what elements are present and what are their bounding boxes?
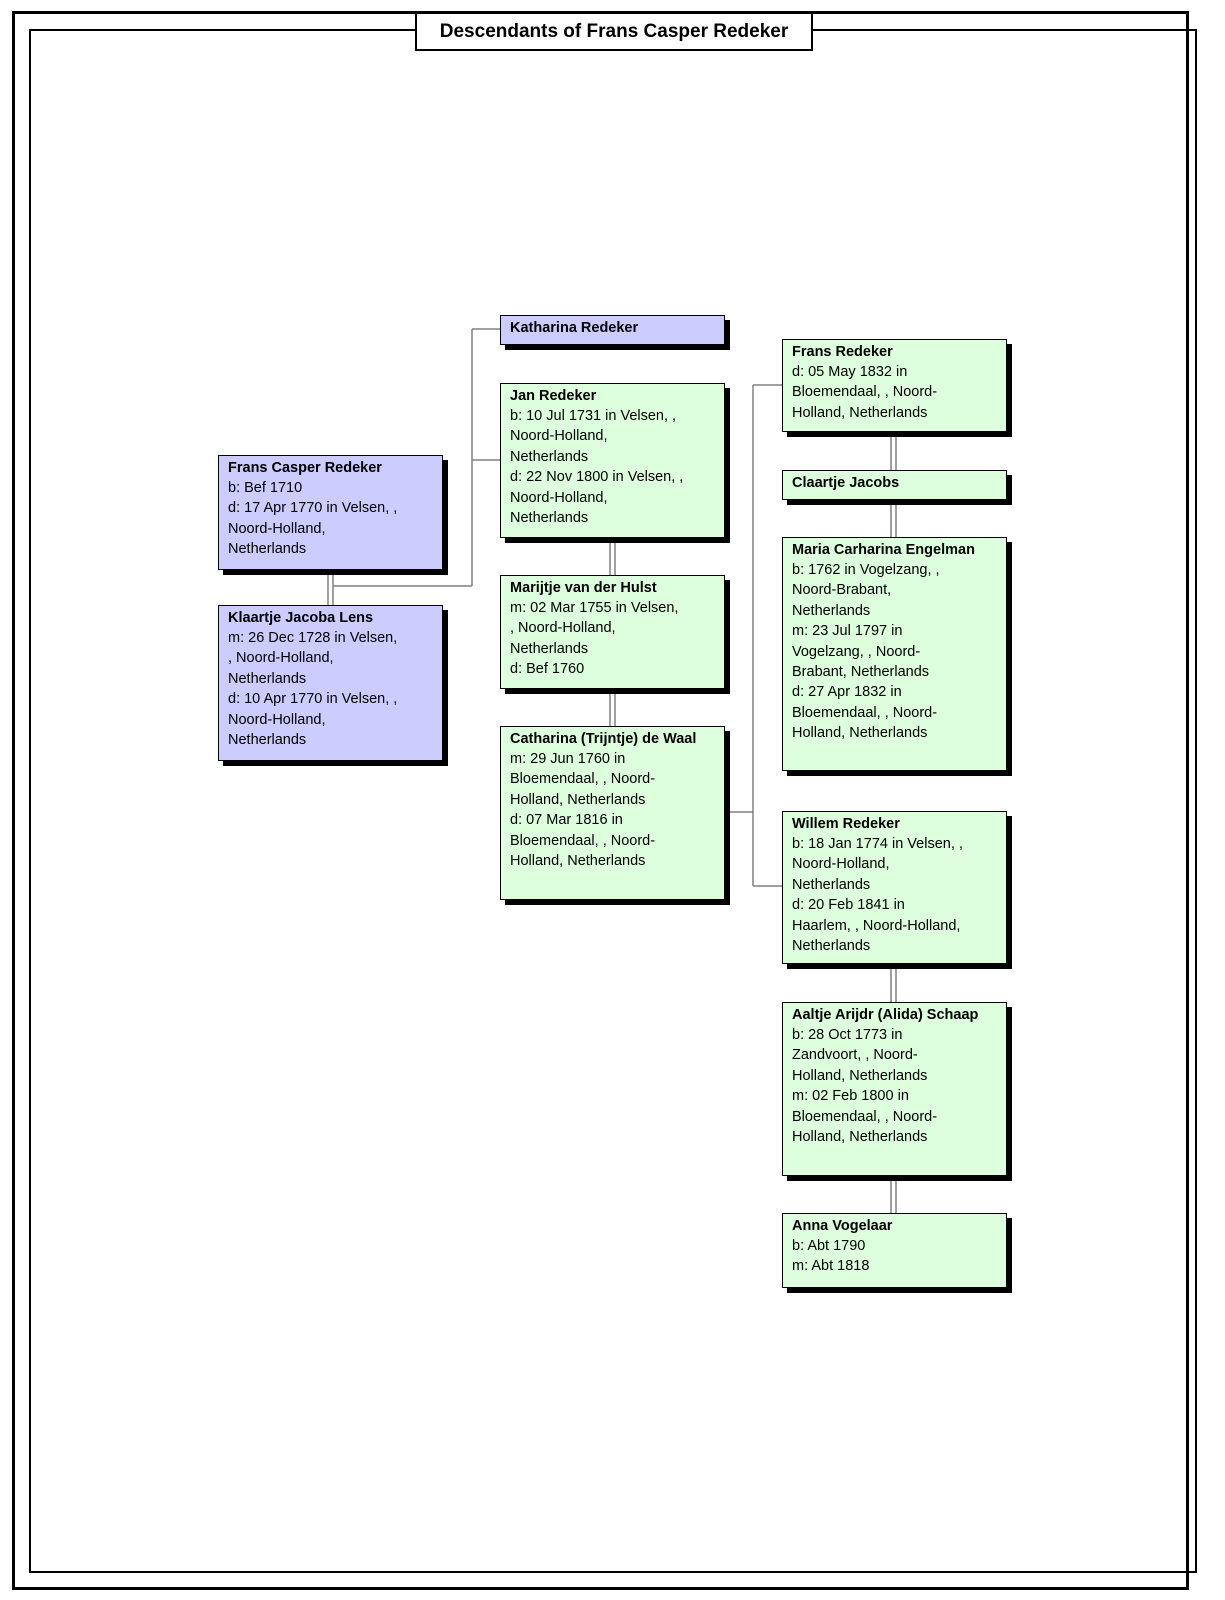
person-name: Frans Redeker	[792, 344, 893, 360]
person-detail: Vogelzang, , Noord-	[792, 643, 921, 660]
person-card-marijtje-van-der-hulst[interactable]: Marijtje van der Hulst m: 02 Mar 1755 in…	[500, 575, 725, 689]
person-detail: Bloemendaal, , Noord-	[792, 1108, 938, 1125]
person-card-maria-carharina-engelman[interactable]: Maria Carharina Engelman b: 1762 in Voge…	[782, 537, 1007, 771]
person-detail: Netherlands	[228, 670, 307, 687]
person-detail: d: 05 May 1832 in	[792, 364, 908, 380]
person-detail: Brabant, Netherlands	[792, 664, 930, 681]
person-detail: m: 02 Feb 1800 in	[792, 1088, 909, 1105]
person-detail: m: Abt 1818	[792, 1258, 870, 1275]
person-detail: Noord-Holland,	[228, 520, 326, 537]
person-detail: Noord-Holland,	[510, 428, 608, 445]
person-detail: m: 23 Jul 1797 in	[792, 623, 903, 640]
person-card-willem-redeker[interactable]: Willem Redeker b: 18 Jan 1774 in Velsen,…	[782, 811, 1007, 964]
person-name: Klaartje Jacoba Lens	[228, 610, 374, 626]
person-detail: Bloemendaal, , Noord-	[510, 771, 656, 788]
person-detail: m: 26 Dec 1728 in Velsen,	[228, 630, 398, 646]
person-detail: Bloemendaal, , Noord-	[510, 832, 656, 849]
person-name: Aaltje Arijdr (Alida) Schaap	[792, 1007, 979, 1023]
person-detail: m: 29 Jun 1760 in	[510, 751, 626, 767]
person-detail: d: 27 Apr 1832 in	[792, 684, 902, 701]
person-name: Katharina Redeker	[510, 320, 639, 336]
person-name: Marijtje van der Hulst	[510, 580, 657, 596]
person-detail: d: 10 Apr 1770 in Velsen, ,	[228, 691, 398, 708]
person-name: Claartje Jacobs	[792, 475, 900, 491]
person-name: Frans Casper Redeker	[228, 460, 382, 476]
person-detail: b: Abt 1790	[792, 1238, 866, 1254]
person-card-anna-vogelaar[interactable]: Anna Vogelaar b: Abt 1790 m: Abt 1818	[782, 1213, 1007, 1288]
person-detail: d: Bef 1760	[510, 661, 585, 678]
person-detail: Netherlands	[510, 448, 589, 465]
person-detail: Holland, Netherlands	[510, 791, 646, 808]
chart-title: Descendants of Frans Casper Redeker	[415, 12, 813, 51]
person-detail: Netherlands	[792, 876, 871, 893]
person-detail: Holland, Netherlands	[510, 853, 646, 870]
person-detail: Netherlands	[228, 732, 307, 749]
person-detail: d: 20 Feb 1841 in	[792, 897, 905, 914]
person-detail: m: 02 Mar 1755 in Velsen,	[510, 600, 679, 616]
person-detail: b: 28 Oct 1773 in	[792, 1027, 903, 1043]
person-detail: Netherlands	[792, 938, 871, 955]
person-card-aaltje-schaap[interactable]: Aaltje Arijdr (Alida) Schaap b: 28 Oct 1…	[782, 1002, 1007, 1176]
person-name: Catharina (Trijntje) de Waal	[510, 731, 697, 747]
person-detail: Holland, Netherlands	[792, 1067, 928, 1084]
person-card-katharina-redeker[interactable]: Katharina Redeker	[500, 315, 725, 345]
person-detail: Netherlands	[792, 602, 871, 619]
person-card-frans-redeker[interactable]: Frans Redeker d: 05 May 1832 in Bloemend…	[782, 339, 1007, 432]
person-card-claartje-jacobs[interactable]: Claartje Jacobs	[782, 470, 1007, 500]
person-detail: Bloemendaal, , Noord-	[792, 384, 938, 401]
person-card-frans-casper-redeker[interactable]: Frans Casper Redeker b: Bef 1710 d: 17 A…	[218, 455, 443, 570]
person-detail: d: 17 Apr 1770 in Velsen, ,	[228, 500, 398, 517]
person-detail: , Noord-Holland,	[228, 650, 334, 667]
person-detail: Holland, Netherlands	[792, 404, 928, 421]
person-detail: d: 22 Nov 1800 in Velsen, ,	[510, 469, 684, 486]
person-card-jan-redeker[interactable]: Jan Redeker b: 10 Jul 1731 in Velsen, , …	[500, 383, 725, 538]
person-name: Anna Vogelaar	[792, 1218, 893, 1234]
person-name: Maria Carharina Engelman	[792, 542, 975, 558]
person-detail: Noord-Brabant,	[792, 582, 892, 599]
person-detail: b: 1762 in Vogelzang, ,	[792, 562, 940, 578]
person-detail: Bloemendaal, , Noord-	[792, 704, 938, 721]
person-detail: Noord-Holland,	[792, 856, 890, 873]
person-card-klaartje-jacoba-lens[interactable]: Klaartje Jacoba Lens m: 26 Dec 1728 in V…	[218, 605, 443, 761]
person-name: Willem Redeker	[792, 816, 900, 832]
person-detail: Netherlands	[510, 510, 589, 527]
person-detail: Holland, Netherlands	[792, 725, 928, 742]
person-detail: Netherlands	[510, 640, 589, 657]
person-detail: d: 07 Mar 1816 in	[510, 812, 623, 829]
person-detail: Haarlem, , Noord-Holland,	[792, 917, 961, 934]
person-name: Jan Redeker	[510, 388, 597, 404]
person-detail: , Noord-Holland,	[510, 620, 616, 637]
person-detail: Holland, Netherlands	[792, 1129, 928, 1146]
person-detail: Noord-Holland,	[510, 489, 608, 506]
person-detail: b: Bef 1710	[228, 480, 303, 496]
person-card-catharina-de-waal[interactable]: Catharina (Trijntje) de Waal m: 29 Jun 1…	[500, 726, 725, 900]
person-detail: Netherlands	[228, 541, 307, 558]
person-detail: Noord-Holland,	[228, 711, 326, 728]
person-detail: b: 18 Jan 1774 in Velsen, ,	[792, 836, 963, 852]
person-detail: Zandvoort, , Noord-	[792, 1047, 918, 1064]
person-detail: b: 10 Jul 1731 in Velsen, ,	[510, 408, 677, 424]
